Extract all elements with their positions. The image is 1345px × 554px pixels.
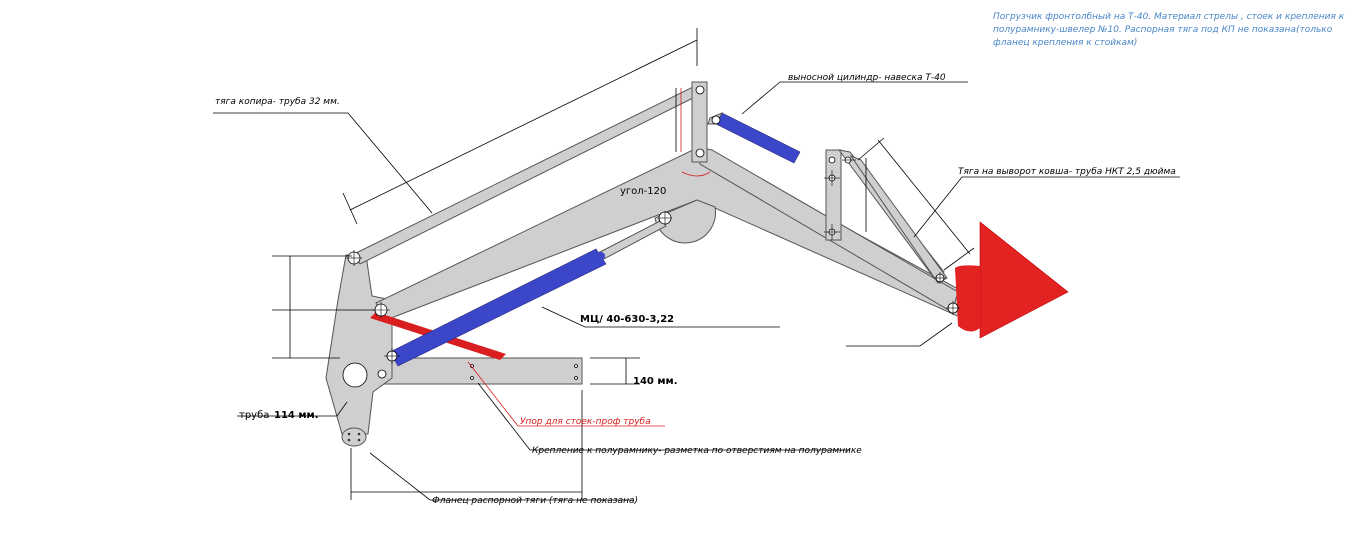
mid-lever-plate xyxy=(825,149,842,241)
frame-bracket xyxy=(379,357,583,385)
loader-post xyxy=(325,254,393,435)
label-pipe-prefix: труба xyxy=(239,410,269,421)
label-cylinder-t40: выносной цилиндр- навеска Т-40 xyxy=(788,73,946,83)
label-copier-link: тяга копира- труба 32 мм. xyxy=(215,97,340,107)
label-140mm: 140 мм. xyxy=(633,376,678,387)
top-lever-plate xyxy=(691,81,708,163)
label-angle: угол-120 xyxy=(620,186,666,197)
main-hydraulic-cylinder xyxy=(389,248,607,367)
label-pipe-value: 114 мм. xyxy=(274,410,319,421)
note-line-1: Погрузчик фронтолбный на Т-40. Материал … xyxy=(993,12,1345,22)
boom-pivot-boss xyxy=(654,199,716,244)
label-strut-stop: Упор для стоек-проф труба xyxy=(520,417,651,427)
red-leader xyxy=(467,361,665,427)
note-line-2: полурамнику-швелер №10. Распорная тяга п… xyxy=(993,25,1333,35)
center-marks xyxy=(346,159,960,364)
label-bucket-rod: Тяга на выворот ковша- труба НКТ 2,5 дюй… xyxy=(958,167,1176,177)
dimension-lines xyxy=(272,28,975,500)
label-main-cylinder: МЦ/ 40-630-3,22 xyxy=(580,314,674,325)
leader-lines xyxy=(213,81,1180,501)
label-flange: Фланец распорной тяги (тяга не показана) xyxy=(432,496,638,506)
bucket xyxy=(979,221,1069,339)
note-line-3: фланец крепления к стойкам) xyxy=(993,38,1137,48)
upper-hydraulic-cylinder xyxy=(715,112,801,164)
strut-flange xyxy=(341,427,367,447)
pipe-114-circle xyxy=(342,362,368,388)
label-frame-mount: Крепление к полурамнику- разметка по отв… xyxy=(532,446,862,456)
angle-arc xyxy=(681,171,711,177)
bucket-bracket xyxy=(955,265,980,332)
bucket-tilt-rod xyxy=(849,154,948,284)
